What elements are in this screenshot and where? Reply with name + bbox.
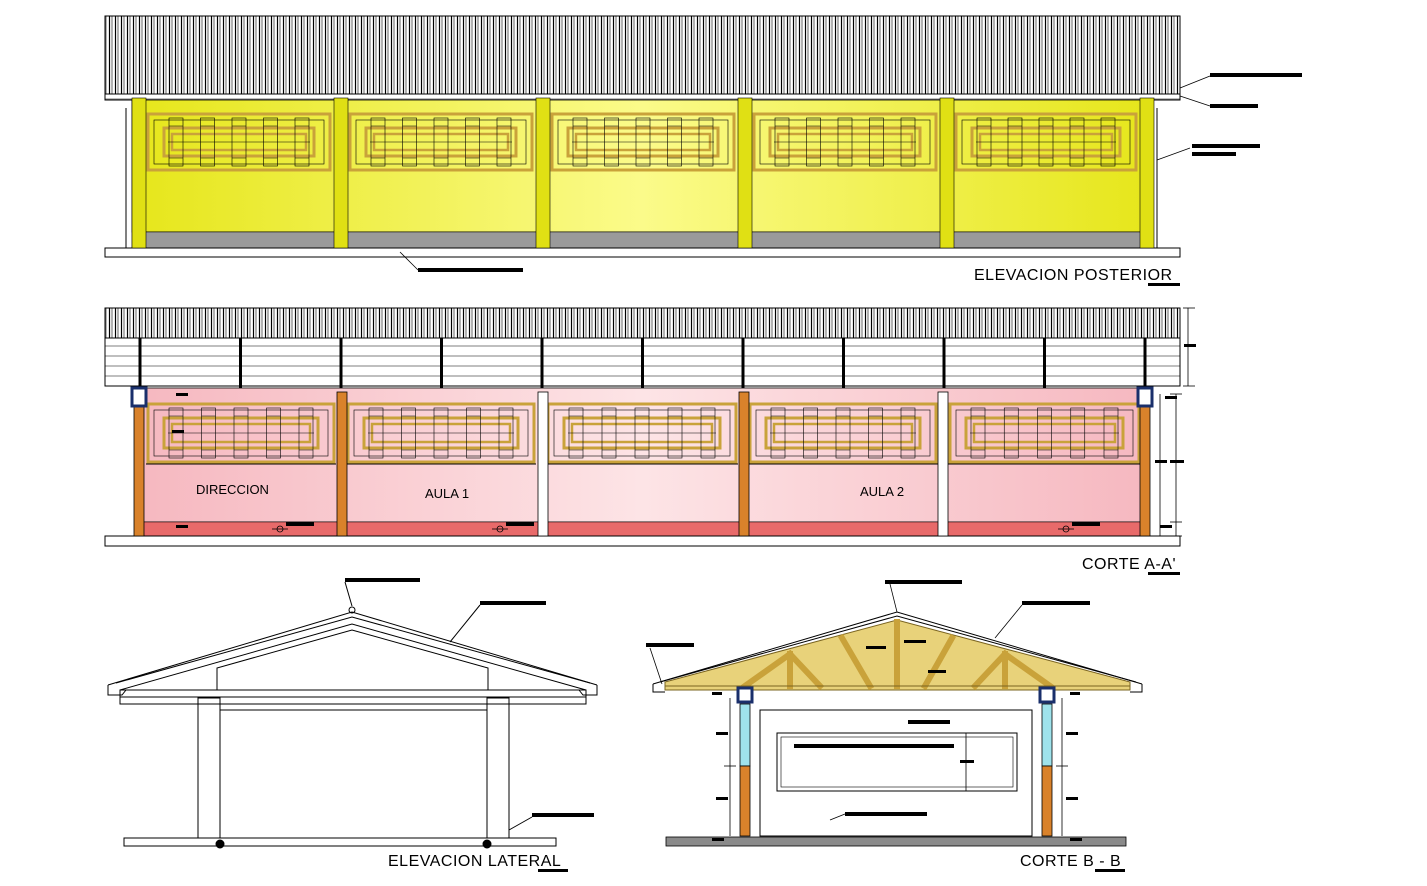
section-bb: CORTE B - B [646,580,1143,872]
decorative-window [346,402,536,464]
column-cap [130,386,148,408]
side-elevation [107,581,598,849]
room-label-aula-2: AULA 2 [860,484,904,499]
rear-elevation: ELEVACION POSTERIOR [104,15,1302,286]
column [131,97,147,249]
column [537,391,549,537]
column [738,391,750,537]
rear-windows [146,112,1138,172]
decorative-window [146,402,336,464]
section-aa: DIRECCION AULA 1 AULA 2 CORTE A-A' [104,307,1196,575]
rear-floor-line [104,247,1181,258]
decorative-window [948,402,1141,464]
side-elevation-title: ELEVACION LATERAL [388,853,561,870]
rear-elevation-title: ELEVACION POSTERIOR [974,267,1173,284]
decorative-window [146,112,332,172]
rear-plinth-gray [131,231,1153,249]
section-aa-title: CORTE A-A' [1082,556,1176,573]
column [1139,391,1151,537]
column [939,97,955,249]
decorative-window [954,112,1138,172]
column [333,97,349,249]
decorative-window [752,112,938,172]
section-aa-floor [104,535,1181,547]
column [336,391,348,537]
room-label-aula-1: AULA 1 [425,486,469,501]
section-aa-wall-pink [139,387,1146,523]
roof-corrugated [104,15,1181,95]
room-label-direccion: DIRECCION [196,482,269,497]
rear-columns [131,97,1155,249]
column [737,97,753,249]
column [937,391,949,537]
section-bb-title: CORTE B - B [1020,853,1121,870]
decorative-window [348,112,534,172]
section-aa-purlin-posts [138,338,1147,388]
decorative-window [550,112,736,172]
section-aa-roof [104,307,1181,339]
column [1139,97,1155,249]
bb-column-left [736,686,754,837]
column-cap [1136,386,1154,408]
section-aa-level-marks [272,522,1100,533]
bb-column-right [1038,686,1056,837]
section-aa-columns [130,386,1154,537]
decorative-window [748,402,938,464]
column [133,391,145,537]
column [535,97,551,249]
section-aa-windows [146,402,1141,465]
truss-webs [740,619,1055,691]
